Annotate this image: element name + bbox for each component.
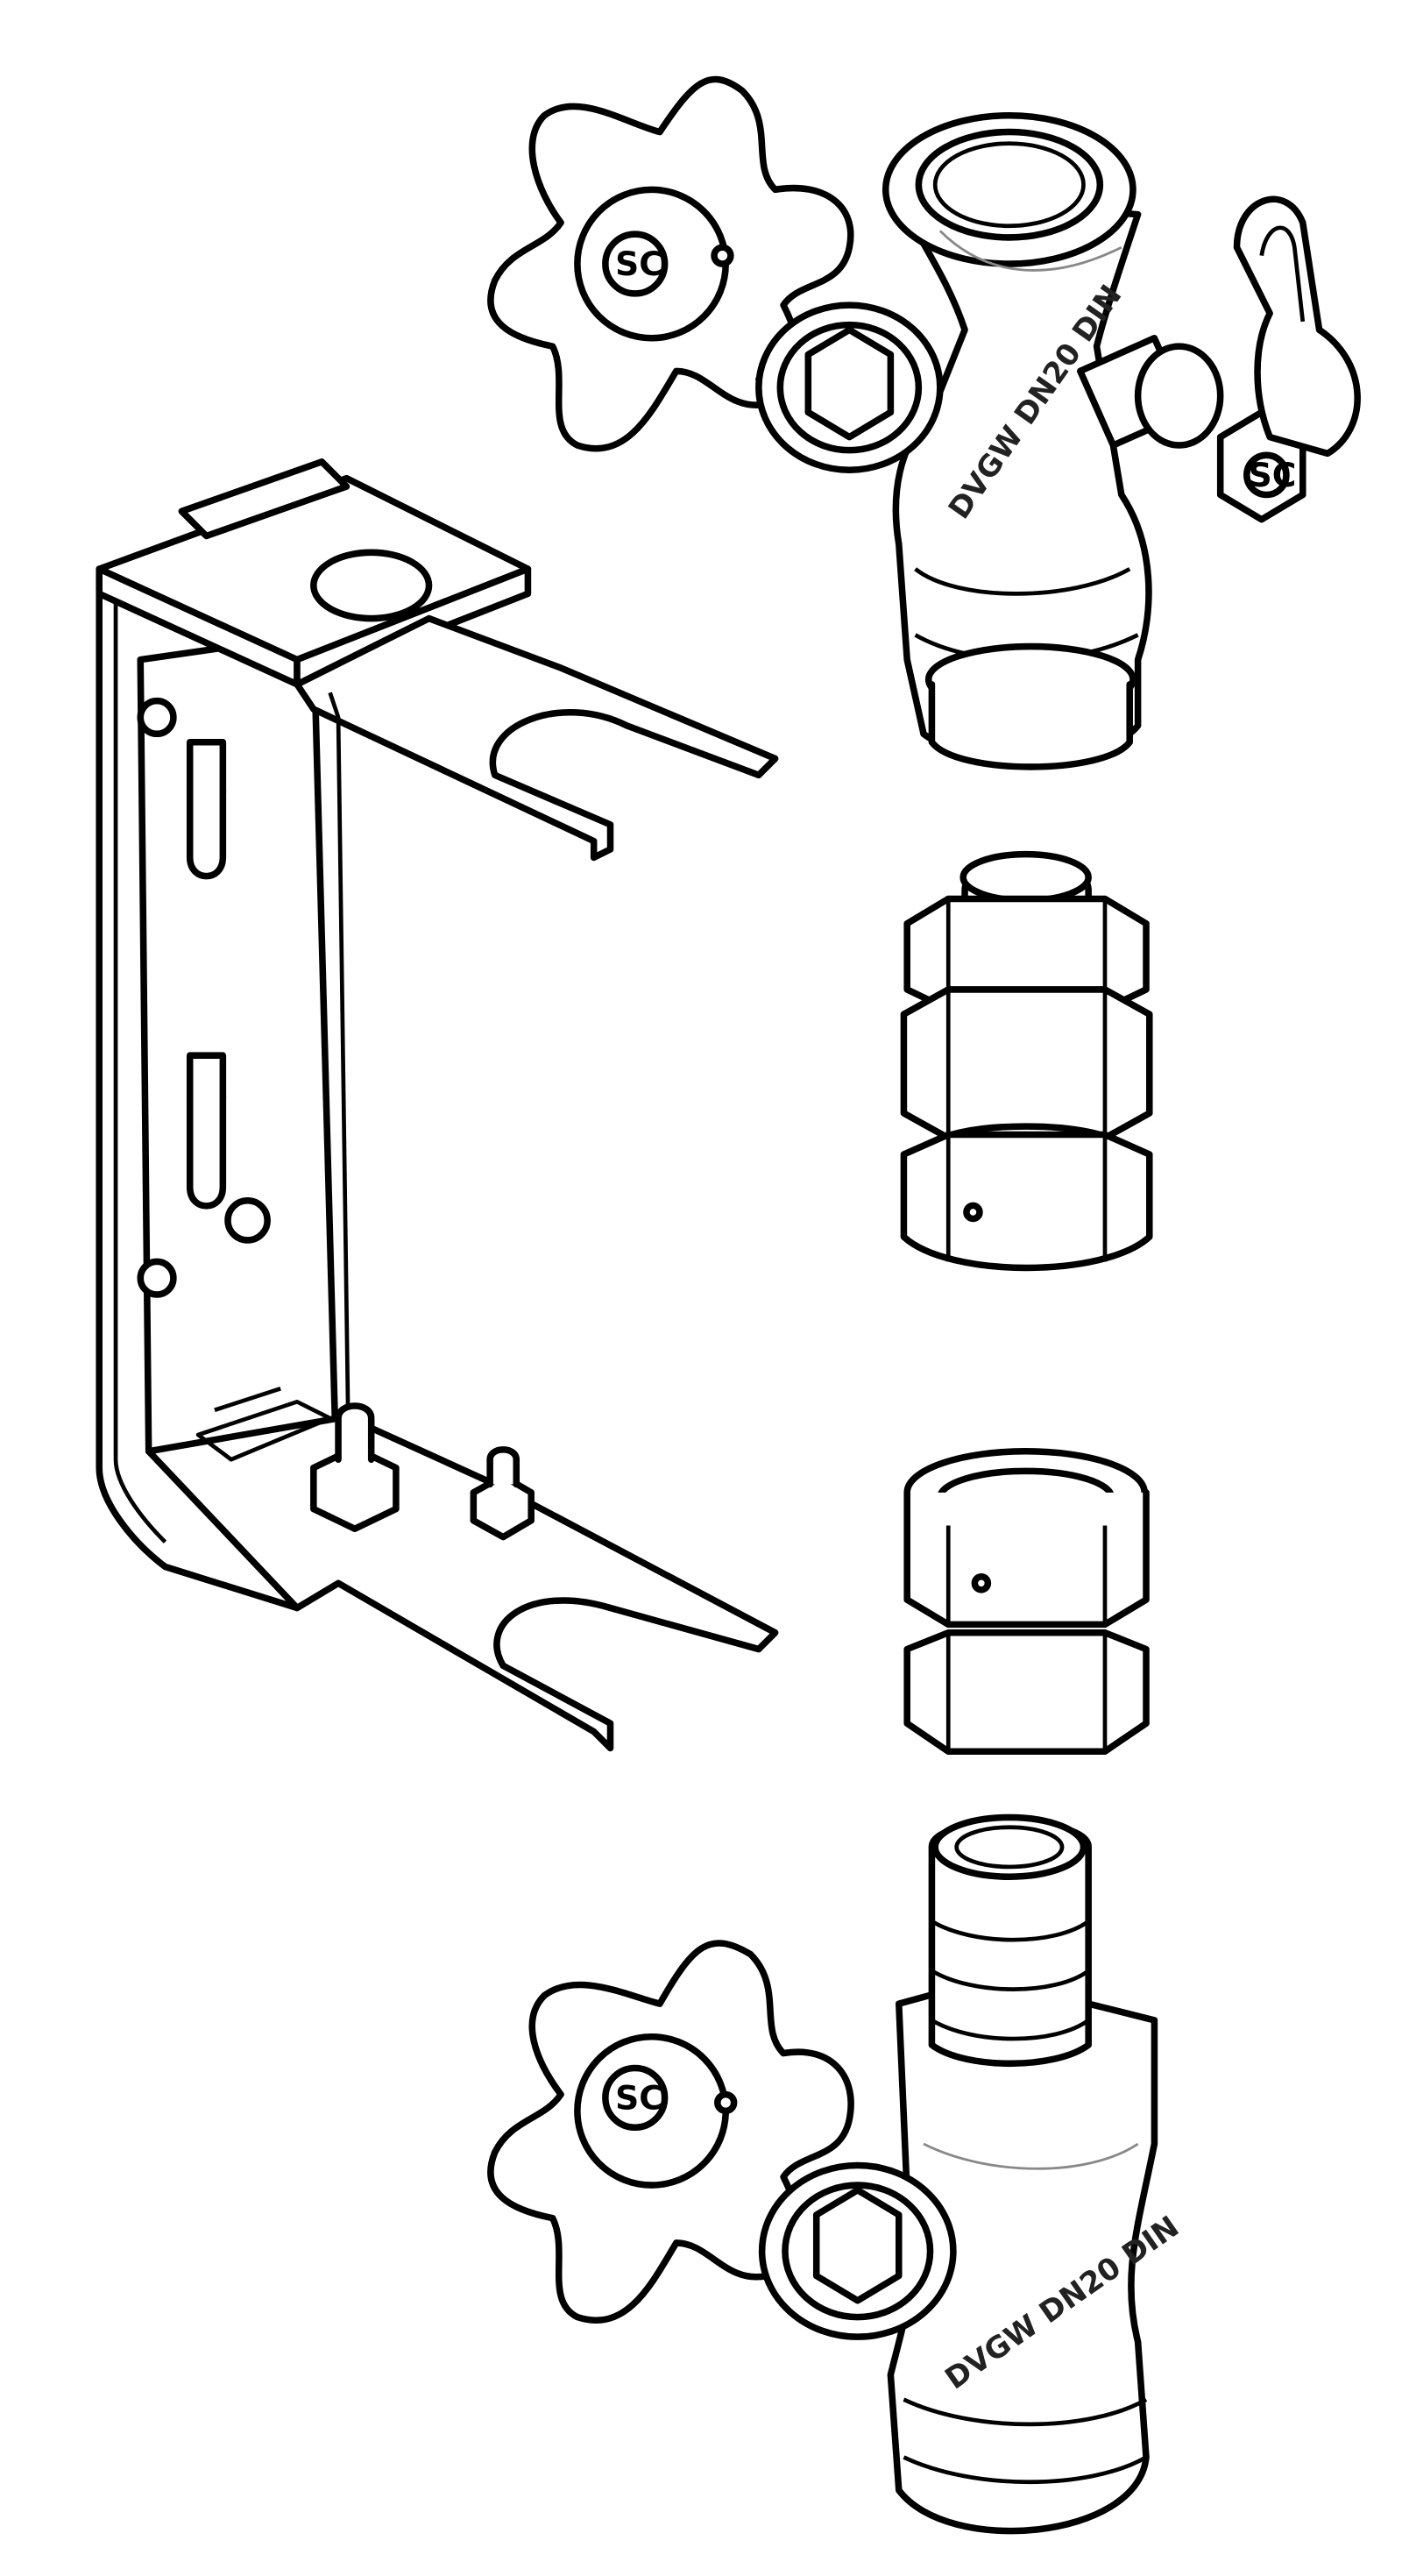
drain-cock: SC	[1076, 195, 1361, 523]
sc-logo-drain: SC	[1249, 456, 1297, 494]
bottom-valve-body	[887, 1813, 1158, 2535]
top-shutoff-valve: SC DVGW DN20 DIN SC	[487, 75, 1361, 770]
wall-mounting-bracket	[96, 458, 779, 1752]
union-nut	[903, 1448, 1150, 1755]
sc-logo-top: SC	[615, 245, 663, 283]
union-coupling	[900, 850, 1153, 1272]
bottom-shutoff-valve: SC DVGW DN20 DIN	[487, 1813, 1185, 2535]
sc-logo-bottom: SC	[615, 2079, 663, 2118]
bottom-valve-handwheel: SC	[487, 1940, 854, 2324]
bracket-bolt-large	[310, 1402, 400, 1532]
top-valve-handwheel: SC	[487, 75, 854, 452]
bracket-bolt-small	[470, 1446, 535, 1541]
top-valve-body	[882, 111, 1152, 770]
